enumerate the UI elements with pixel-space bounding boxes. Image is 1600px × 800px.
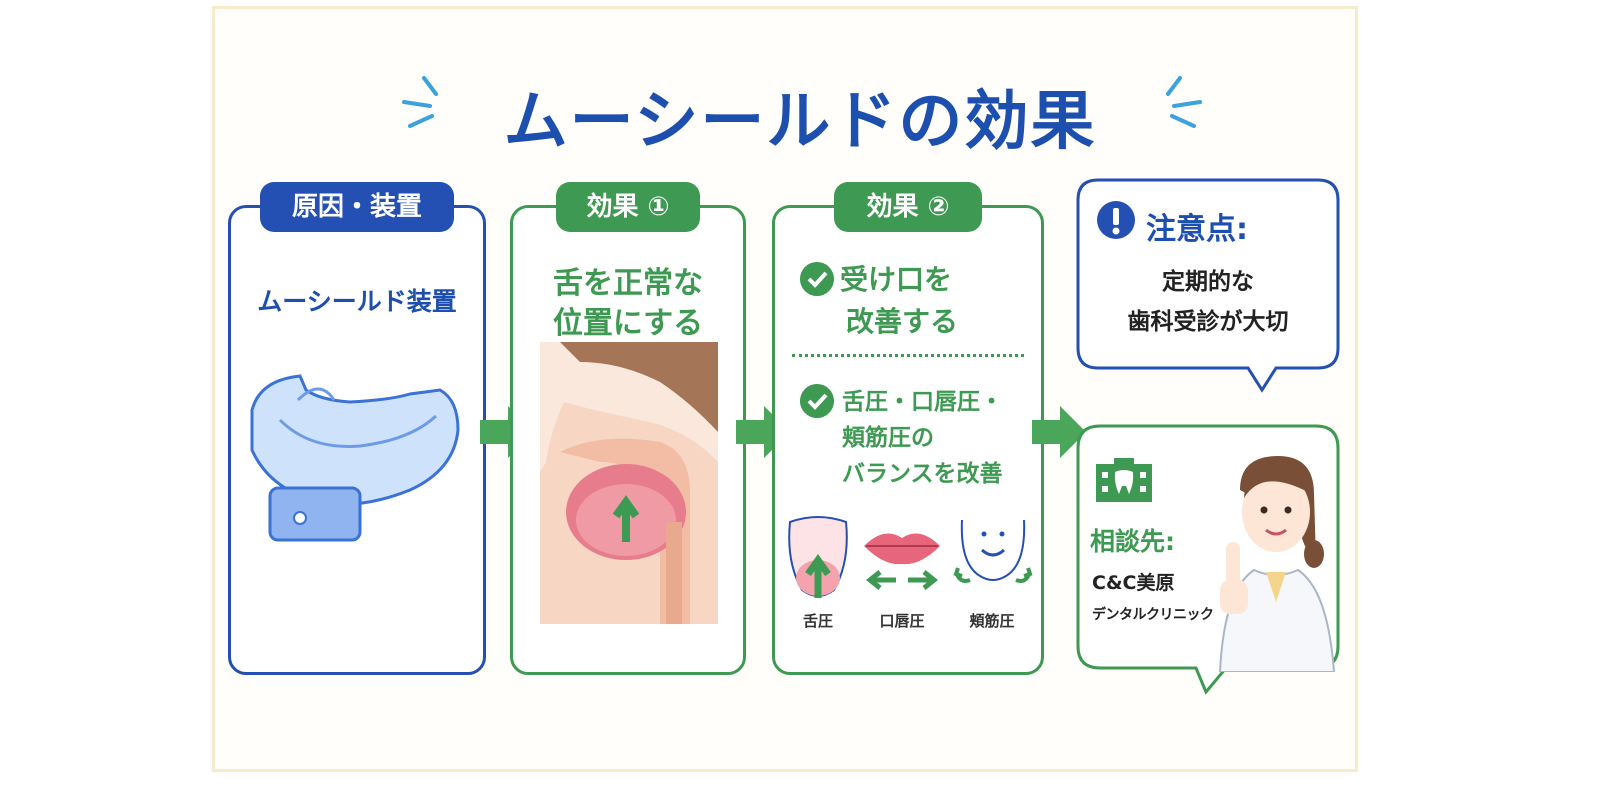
effect-2-item2-line2: 頬筋圧の (842, 425, 934, 451)
left-spark-icon (402, 76, 438, 128)
tag-cause-device: 原因・装置 (260, 182, 454, 232)
dentist-illustration (1218, 456, 1336, 672)
effect-1-line1: 舌を正常な (553, 266, 703, 301)
right-spark-icon (1166, 76, 1202, 128)
tag-effect-2: 効果 ② (834, 182, 982, 232)
effect-2-item1-line1: 受け口を (840, 263, 953, 296)
effect-1-line2: 位置にする (552, 306, 704, 341)
label-cheek-pressure: 頬筋圧 (969, 612, 1015, 630)
caution-bubble (1076, 178, 1340, 393)
tongue-pressure-icon (788, 516, 848, 598)
page-title: ムーシールドの効果 (503, 85, 1097, 159)
label-tongue-pressure: 舌圧 (802, 612, 833, 630)
effect-2-item1-line2: 改善する (846, 305, 959, 338)
clinic-name-line2: デンタルクリニック (1092, 607, 1214, 623)
mouthpiece-illustration (250, 374, 460, 542)
effect-2-item2-line3: バランスを改善 (842, 461, 1003, 487)
check-icon (800, 262, 834, 296)
caution-line1: 定期的な (1162, 269, 1254, 295)
consult-title: 相談先: (1090, 527, 1175, 556)
caution-line2: 歯科受診が大切 (1127, 309, 1289, 335)
arrow-right-icon (1032, 406, 1086, 458)
dotted-divider (792, 354, 1024, 357)
caution-title: 注意点: (1146, 212, 1248, 247)
mouthpiece-heading: ムーシールド装置 (257, 287, 457, 316)
label-lip-pressure: 口唇圧 (879, 612, 925, 630)
effect-2-item2-line1: 舌圧・口唇圧・ (842, 389, 1003, 415)
lip-pressure-icon (864, 533, 940, 590)
clinic-name-line1: C&C美原 (1092, 572, 1175, 594)
cheek-pressure-icon (953, 519, 1033, 583)
tag-effect-1: 効果 ① (556, 182, 700, 232)
tongue-profile-illustration (540, 342, 718, 624)
exclamation-icon (1097, 201, 1135, 239)
check-icon (800, 384, 834, 418)
dental-clinic-icon (1096, 458, 1152, 502)
